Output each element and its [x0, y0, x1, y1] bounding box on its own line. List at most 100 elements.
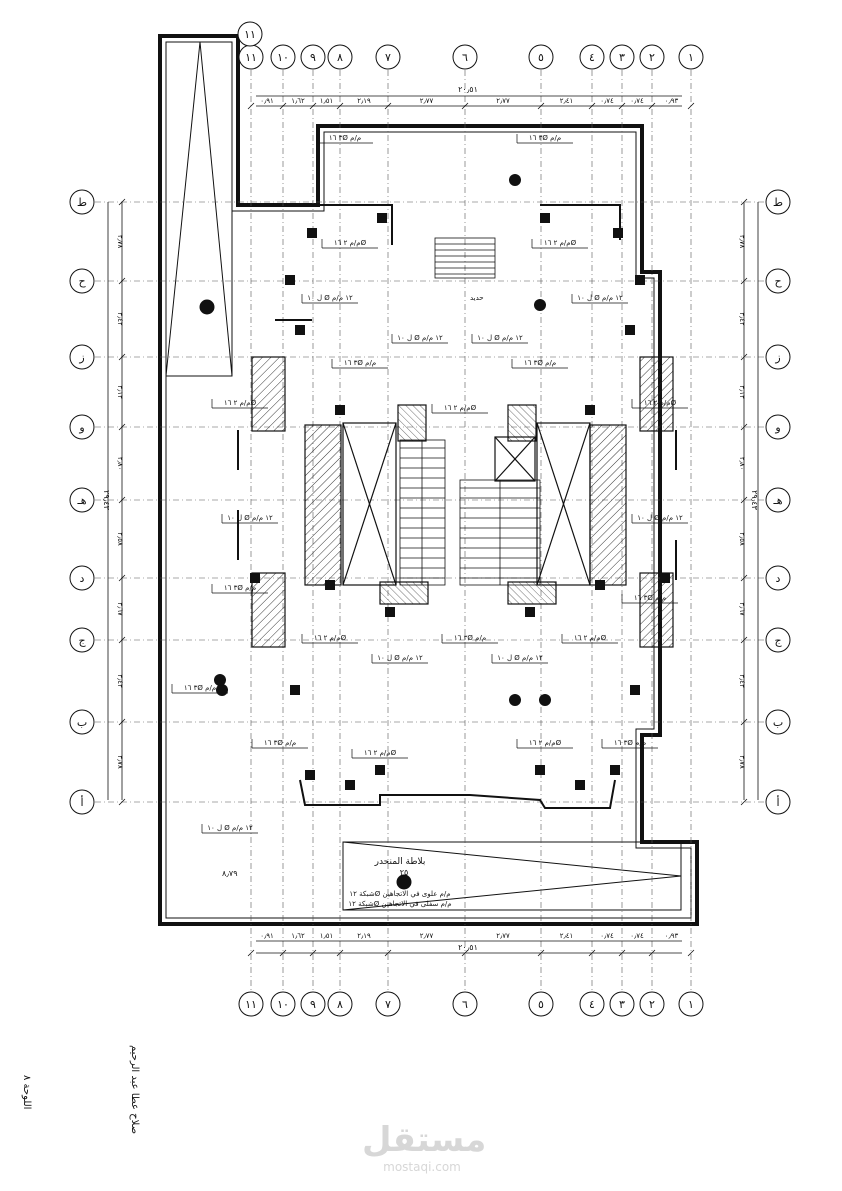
left-dim-label: ٣٫٤٣	[116, 674, 124, 688]
left-ramp	[165, 41, 233, 377]
top-dim-label: ٠٫٧٤	[630, 97, 644, 105]
top-dim-label: ٠٫٩٣	[665, 97, 679, 105]
level-note: ٨٫٧٩	[222, 869, 238, 878]
column	[305, 770, 315, 780]
column	[660, 573, 670, 583]
rebar-label: ل ١٠ Ø ١٢ م/م	[207, 824, 253, 832]
bottom-dim-label: ٠٫٩٣	[665, 932, 679, 940]
col-bubble-top: ١١	[238, 44, 264, 70]
col-bubble-bottom: ٦	[452, 991, 478, 1017]
col-bubble-bottom: ١١	[238, 991, 264, 1017]
row-bubble-right: ب	[765, 709, 791, 735]
designer-name: صلاح عطا عبد الرحيم	[129, 1045, 140, 1135]
column	[250, 573, 260, 583]
column	[630, 685, 640, 695]
grid-bubble-label: ٦	[462, 51, 468, 64]
col-bubble-bottom: ٣	[609, 991, 635, 1017]
slab-marker	[216, 684, 228, 696]
grid-bubble-label: ٩	[310, 51, 316, 64]
right-dim-label: ٢٫٥٨	[738, 532, 746, 546]
bottom-dim-label: ٠٫٧٤	[630, 932, 644, 940]
grid-bubble-label: ز	[78, 351, 84, 364]
col-bubble-bottom: ٤	[579, 991, 605, 1017]
top-dim-label: ٢٫٤١	[560, 97, 574, 105]
column	[345, 780, 355, 790]
mesh-bottom-note: شبكة ١٢Ø م/م سفلى في الاتجاهين	[348, 900, 451, 908]
rebar-label: ٣ ١٦Ø م/م	[264, 739, 296, 747]
rebar-label: ل ١٠ Ø ١٢ م/م	[227, 514, 273, 522]
grid-bubble-label: و	[774, 421, 780, 434]
slab-marker	[539, 694, 551, 706]
slab-marker	[509, 174, 521, 186]
column	[285, 275, 295, 285]
grid-bubble-label: ١١	[244, 28, 256, 41]
grid-bubble-label: ٩	[310, 998, 316, 1011]
row-bubble-right: ح	[765, 268, 791, 294]
bottom-dim-label: ٢٫١٩	[357, 932, 371, 940]
col-bubble-top: ٩	[300, 44, 326, 70]
dimension-ticks	[118, 102, 748, 957]
col-bubble-top: ١٠	[270, 44, 296, 70]
row-bubble-left: ب	[69, 709, 95, 735]
bottom-total-dim: ٢٠٫٥١	[458, 943, 478, 952]
row-bubble-left: ط	[69, 189, 95, 215]
row-bubble-right: د	[765, 565, 791, 591]
grid-bubble-label: ٢	[649, 998, 655, 1011]
bottom-ramp-slab	[342, 841, 682, 911]
col-bubble-bottom: ١٠	[270, 991, 296, 1017]
rebar-label: ٣ ١٦Ø م/م	[329, 134, 361, 142]
left-total-dim: ٢٩٫٤٣	[102, 490, 111, 510]
mesh-top-note: شبكة ١٢Ø م/م علوى في الاتجاهين	[349, 890, 450, 898]
grid-bubble-label: ٦	[462, 998, 468, 1011]
column	[595, 580, 605, 590]
col-bubble-top: ٥	[528, 44, 554, 70]
row-bubble-right: أ	[765, 789, 791, 815]
col-bubble-top: ١	[678, 44, 704, 70]
col-bubble-top-extra: ١١	[237, 21, 263, 47]
column	[375, 765, 385, 775]
grid-bubble-label: ٧	[385, 998, 391, 1011]
col-bubble-top: ٨	[327, 44, 353, 70]
slab-marker	[534, 299, 546, 311]
columns	[250, 213, 670, 790]
slab-marker	[214, 674, 226, 686]
rebar-label: ل ١٠ Ø ١٢ م/م	[307, 294, 353, 302]
grid-bubble-label: د	[80, 572, 85, 585]
row-bubble-right: و	[765, 414, 791, 440]
grid-bubble-label: ج	[774, 634, 782, 647]
grid-bubble-label: ١٠	[277, 998, 289, 1011]
grid-bubble-label: ٧	[385, 51, 391, 64]
grid-bubble-label: ٢	[649, 51, 655, 64]
shear-walls	[251, 356, 674, 648]
grid-bubble-label: ١	[688, 51, 694, 64]
left-dim-label: ٣٫٧٨	[116, 235, 124, 249]
rebar-label: ٣ ١٦Ø م/م	[634, 594, 666, 602]
grid-bubble-label: ٤	[589, 51, 595, 64]
column	[385, 607, 395, 617]
column	[625, 325, 635, 335]
right-dim-label: ٣٫٧٨	[738, 755, 746, 769]
grid-bubble-label: ح	[774, 275, 782, 288]
grid-lines	[95, 70, 770, 990]
col-bubble-bottom: ٨	[327, 991, 353, 1017]
left-dim-label: ٣٫١٣	[116, 385, 124, 399]
grid-bubble-label: ب	[773, 716, 783, 729]
bottom-dim-label: ١٫٥١	[320, 932, 334, 940]
col-bubble-top: ٢	[639, 44, 665, 70]
grid-bubble-label: ز	[774, 351, 780, 364]
inner-walls	[237, 204, 677, 809]
column	[585, 405, 595, 415]
right-total-dim: ٢٩٫٤٣	[750, 490, 759, 510]
rebar-label: م/م ٢ ١٦Ø	[444, 404, 477, 412]
dimension-lines	[107, 95, 759, 954]
grid-bubble-label: أ	[80, 795, 83, 809]
row-bubble-right: هـ	[765, 487, 791, 513]
row-bubble-left: ج	[69, 627, 95, 653]
bottom-dim-label: ٢٫٧٧	[420, 932, 434, 940]
slab-title: بلاطة المنحدر	[374, 857, 426, 867]
col-bubble-top: ٦	[452, 44, 478, 70]
grid-bubble-label: ١٠	[277, 51, 289, 64]
column	[540, 213, 550, 223]
